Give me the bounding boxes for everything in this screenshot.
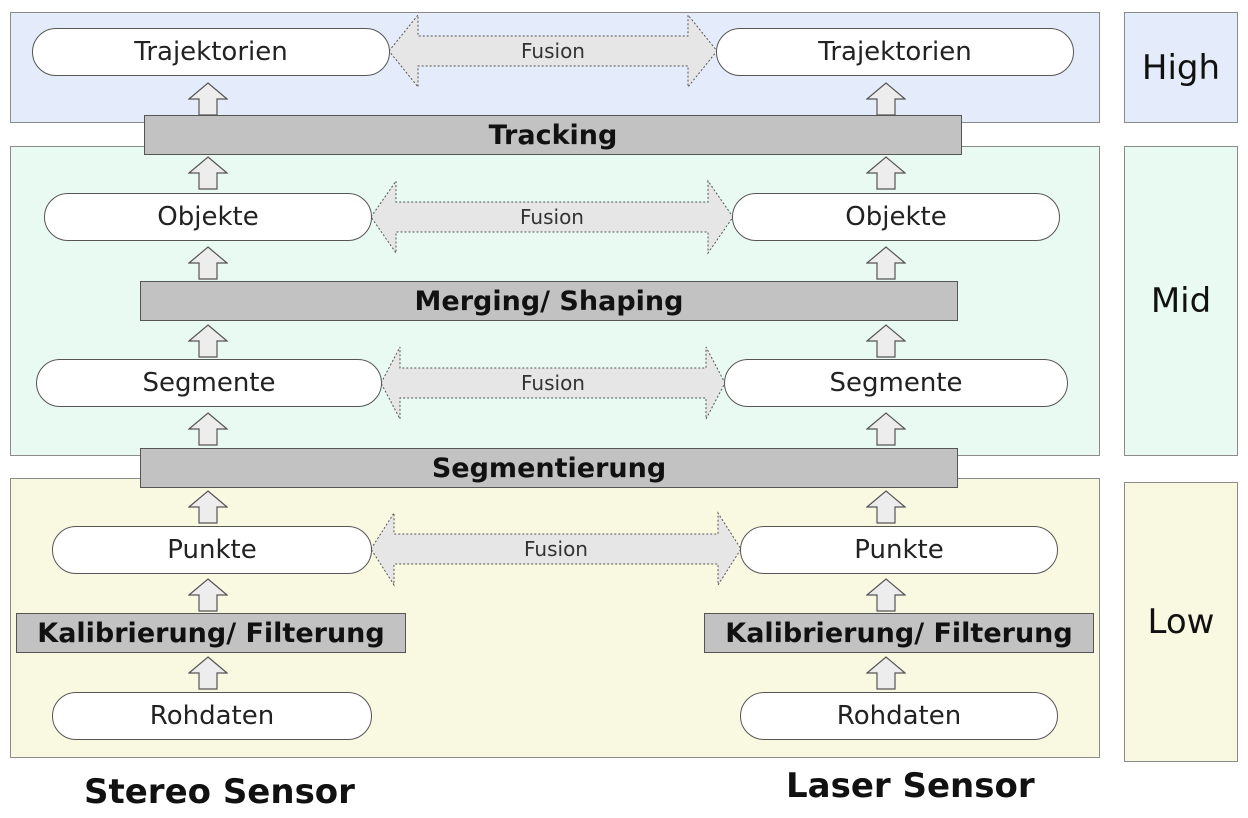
level-low-box: Low [1124, 482, 1238, 762]
stereo-arrow-up-to-merging [188, 324, 228, 358]
laser-objekte-node: Objekte [732, 193, 1060, 241]
level-high-label: High [1141, 47, 1221, 88]
laser-arrow-up-to-kalibrierung [866, 656, 906, 690]
segmentierung-process: Segmentierung [140, 448, 958, 488]
level-mid-label: Mid [1150, 281, 1212, 321]
stereo-sensor-label: Stereo Sensor [84, 772, 355, 812]
fusion-label-objekte: Fusion [520, 205, 584, 229]
stereo-arrow-up-to-segmente [188, 412, 228, 446]
stereo-kalibrierung-process: Kalibrierung/ Filterung [16, 613, 406, 653]
stereo-rohdaten-node: Rohdaten [52, 692, 372, 740]
laser-trajektorien-node: Trajektorien [716, 28, 1074, 76]
stereo-arrow-up-to-objekte [188, 246, 228, 280]
laser-sensor-label: Laser Sensor [786, 766, 1035, 806]
laser-arrow-up-to-trajektorien [866, 82, 906, 116]
laser-arrow-up-to-objekte [866, 246, 906, 280]
fusion-arrow-segmente: Fusion [380, 346, 726, 420]
stereo-objekte-node: Objekte [44, 193, 372, 241]
laser-segmente-node: Segmente [724, 359, 1068, 407]
laser-arrow-up-to-punkte [866, 578, 906, 612]
fusion-label-segmente: Fusion [521, 371, 585, 395]
tracking-process: Tracking [144, 115, 962, 155]
fusion-arrow-objekte: Fusion [370, 179, 734, 255]
stereo-punkte-node: Punkte [52, 526, 372, 574]
stereo-arrow-up-to-tracking [188, 156, 228, 190]
fusion-arrow-trajektorien: Fusion [388, 13, 718, 89]
laser-punkte-node: Punkte [740, 526, 1058, 574]
stereo-arrow-up-to-segmentierung [188, 490, 228, 524]
fusion-label-trajektorien: Fusion [521, 39, 585, 63]
merging-shaping-process: Merging/ Shaping [140, 281, 958, 321]
laser-rohdaten-node: Rohdaten [740, 692, 1058, 740]
fusion-arrow-punkte: Fusion [370, 511, 742, 587]
level-low-label: Low [1147, 602, 1215, 642]
laser-arrow-up-to-tracking [866, 156, 906, 190]
stereo-arrow-up-to-trajektorien [188, 82, 228, 116]
stereo-arrow-up-to-punkte [188, 578, 228, 612]
fusion-label-punkte: Fusion [524, 537, 588, 561]
laser-kalibrierung-process: Kalibrierung/ Filterung [704, 613, 1094, 653]
stereo-trajektorien-node: Trajektorien [32, 28, 390, 76]
laser-arrow-up-to-segmente [866, 412, 906, 446]
level-mid-box: Mid [1124, 146, 1238, 456]
laser-arrow-up-to-merging [866, 324, 906, 358]
stereo-segmente-node: Segmente [36, 359, 382, 407]
double-arrow-icon [370, 511, 742, 587]
level-high-box: High [1124, 12, 1238, 123]
stereo-arrow-up-to-kalibrierung [188, 656, 228, 690]
laser-arrow-up-to-segmentierung [866, 490, 906, 524]
